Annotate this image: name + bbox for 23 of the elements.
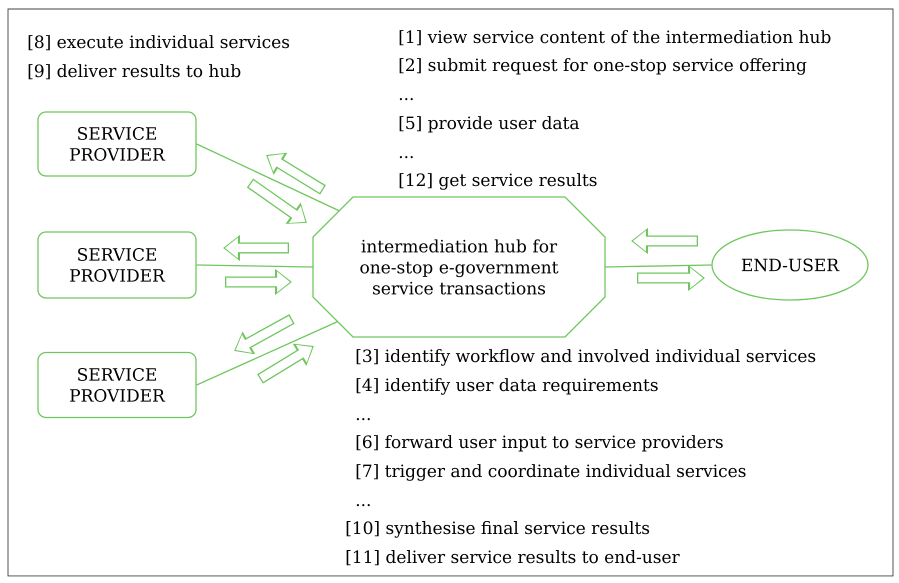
service-provider-box: SERVICE PROVIDER bbox=[37, 231, 197, 299]
step-text: [7] trigger and coordinate individual services bbox=[356, 464, 746, 481]
step-text: [1] view service content of the intermediation hub bbox=[400, 30, 830, 46]
service-provider-box: SERVICE PROVIDER bbox=[37, 352, 197, 418]
step-text: [2] submit request for one-stop service offering bbox=[400, 58, 806, 75]
connector-line bbox=[196, 143, 340, 212]
step-text: [3] identify workflow and involved individual services bbox=[356, 349, 816, 366]
step-text: [4] identify user data requirements bbox=[356, 378, 658, 395]
connector-line bbox=[196, 264, 313, 268]
step-text: [5] provide user data bbox=[400, 116, 580, 133]
service-provider-box: SERVICE PROVIDER bbox=[37, 111, 197, 177]
connector-line bbox=[605, 264, 712, 268]
step-text: [10] synthesise final service results bbox=[346, 521, 650, 538]
step-text: ... bbox=[400, 98, 413, 100]
step-text: [8] execute individual services bbox=[28, 35, 290, 50]
step-text: [6] forward user input to service providers bbox=[356, 435, 723, 452]
step-text: [9] deliver results to hub bbox=[28, 64, 240, 80]
hub-octagon: intermediation hub for one-stop e-government service transactions bbox=[312, 196, 606, 338]
step-text: ... bbox=[400, 156, 413, 158]
step-text: ... bbox=[356, 504, 370, 506]
step-text: ... bbox=[356, 418, 370, 420]
step-text: [11] deliver service results to end-user bbox=[346, 550, 680, 566]
connector-line bbox=[196, 320, 338, 386]
